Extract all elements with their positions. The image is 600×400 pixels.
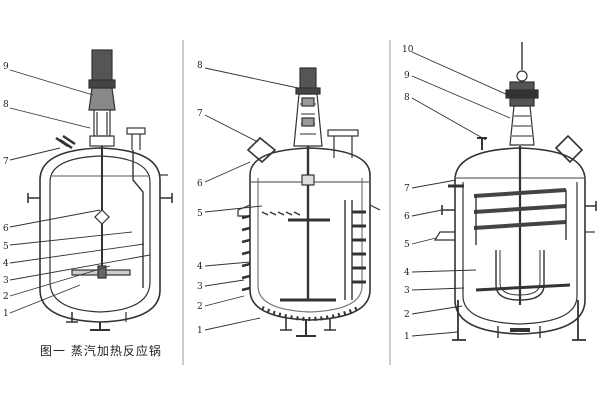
external-coil-left bbox=[241, 211, 301, 292]
callout: 1 bbox=[404, 332, 410, 342]
callout: 4 bbox=[404, 268, 410, 278]
callout: 5 bbox=[404, 240, 410, 250]
callout: 10 bbox=[402, 45, 414, 55]
panel-1-steam-heated-reactor bbox=[9, 49, 173, 331]
callout: 5 bbox=[197, 209, 203, 219]
vessel-shell bbox=[249, 147, 371, 321]
callout: 3 bbox=[197, 282, 203, 292]
callout: 7 bbox=[404, 184, 410, 194]
callout: 7 bbox=[197, 109, 203, 119]
drive-bracket bbox=[88, 87, 116, 111]
callout: 2 bbox=[197, 302, 203, 312]
u-agitator bbox=[495, 250, 545, 301]
callout: 5 bbox=[3, 242, 9, 252]
callout: 6 bbox=[404, 212, 410, 222]
callout: 8 bbox=[404, 93, 410, 103]
figure-caption: 图一 蒸汽加热反应锅 bbox=[40, 344, 162, 358]
motor bbox=[299, 67, 317, 89]
callout: 6 bbox=[197, 179, 203, 189]
panel-2-callouts: 8 7 6 5 4 3 2 1 bbox=[197, 61, 203, 336]
feed-nozzle bbox=[55, 134, 76, 150]
external-coil-right bbox=[344, 200, 366, 300]
drive-bracket bbox=[293, 93, 323, 147]
internal-coil bbox=[473, 188, 567, 230]
panel-1-callouts: 9 8 7 6 5 4 3 2 1 bbox=[3, 62, 9, 319]
callout: 3 bbox=[3, 276, 9, 286]
panel-3-internal-coil-reactor bbox=[411, 42, 597, 341]
motor bbox=[91, 49, 113, 81]
panel-2-external-coil-reactor bbox=[204, 67, 381, 337]
callout: 2 bbox=[3, 292, 9, 302]
callout: 7 bbox=[3, 157, 9, 167]
vessel-shell bbox=[454, 147, 586, 335]
callout: 4 bbox=[197, 262, 203, 272]
callout: 1 bbox=[3, 309, 9, 319]
callout: 3 bbox=[404, 286, 410, 296]
inner-vessel bbox=[462, 182, 578, 325]
callout: 1 bbox=[197, 326, 203, 336]
steam-jacket bbox=[39, 147, 161, 323]
drive-bracket bbox=[509, 105, 535, 146]
callout: 8 bbox=[3, 100, 9, 110]
feed-nozzle bbox=[554, 134, 584, 164]
callout: 8 bbox=[197, 61, 203, 71]
panel-3-callouts: 10 9 8 7 6 5 4 3 2 1 bbox=[402, 45, 414, 342]
feed-nozzle bbox=[246, 136, 277, 164]
callout: 9 bbox=[3, 62, 9, 72]
callout: 2 bbox=[404, 310, 410, 320]
callout: 9 bbox=[404, 71, 410, 81]
callout: 6 bbox=[3, 224, 9, 234]
inner-vessel bbox=[49, 155, 151, 313]
callout: 4 bbox=[3, 259, 9, 269]
